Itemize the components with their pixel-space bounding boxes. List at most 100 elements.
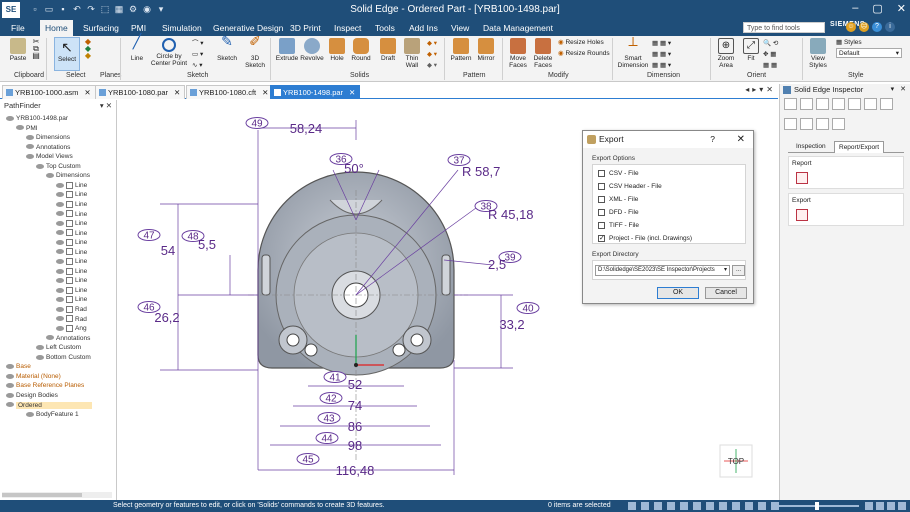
tree-item[interactable]: Line: [56, 295, 87, 304]
round-button[interactable]: Round: [348, 38, 374, 62]
revolve-button[interactable]: Revolve: [299, 38, 325, 62]
zoom-slider[interactable]: [779, 505, 859, 507]
tree-item[interactable]: Line: [56, 238, 87, 247]
visibility-icon[interactable]: [6, 373, 14, 379]
save-icon[interactable]: ▪: [61, 4, 65, 14]
visibility-icon[interactable]: [36, 163, 44, 169]
tree-item[interactable]: YRB100-1498.par: [6, 114, 68, 123]
status-tool-icon[interactable]: [628, 502, 636, 510]
dim-36[interactable]: 36: [329, 153, 353, 166]
close-icon[interactable]: ✕: [349, 88, 356, 97]
tree-item[interactable]: Annotations: [46, 334, 90, 343]
visibility-icon[interactable]: [6, 364, 14, 370]
dim-tool-1-icon[interactable]: ▦ ▦ ▾: [652, 40, 672, 47]
visibility-icon[interactable]: [56, 239, 64, 245]
pan-icon[interactable]: ✥ ▦: [763, 51, 777, 58]
tree-item[interactable]: Bottom Custom: [36, 353, 91, 362]
close-icon[interactable]: ✕: [262, 88, 269, 97]
inspector-tool-icon[interactable]: [832, 118, 845, 130]
checkbox[interactable]: [66, 219, 73, 227]
doc-tab-active[interactable]: YRB100-1498.par✕: [270, 85, 361, 99]
dim-38[interactable]: 38: [474, 200, 498, 213]
tree-item[interactable]: Base: [6, 362, 31, 371]
tab-pmi[interactable]: PMI: [131, 23, 147, 33]
visibility-icon[interactable]: [6, 392, 14, 398]
tree-item[interactable]: Line: [56, 210, 87, 219]
visibility-icon[interactable]: [56, 201, 64, 207]
visibility-icon[interactable]: [56, 182, 64, 188]
visibility-icon[interactable]: [26, 134, 34, 140]
part-drawing[interactable]: 49 58,24 36 50° 37 R 58,7 38 R 45,18 39 …: [118, 100, 778, 500]
checkbox[interactable]: [598, 169, 605, 177]
tree-item[interactable]: Line: [56, 276, 87, 285]
checkbox[interactable]: [66, 229, 73, 237]
visibility-icon[interactable]: [6, 115, 14, 121]
checkbox[interactable]: [66, 191, 73, 199]
visibility-icon[interactable]: [56, 220, 64, 226]
tab-surfacing[interactable]: Surfacing: [83, 23, 119, 33]
undo-icon[interactable]: ↶: [73, 4, 81, 14]
tree-item[interactable]: Line: [56, 248, 87, 257]
doc-tab[interactable]: YRB100-1080.par✕: [95, 85, 186, 99]
inspector-tool-icon[interactable]: [832, 98, 845, 110]
resize-holes-button[interactable]: ◉ Resize Holes: [558, 39, 604, 46]
inspector-tool-icon[interactable]: [880, 98, 893, 110]
dim-44[interactable]: 44: [315, 432, 339, 445]
status-tool-icon[interactable]: [693, 502, 701, 510]
export-option[interactable]: DFD - File: [598, 208, 639, 217]
dim-40[interactable]: 40: [516, 302, 540, 315]
tab-inspect[interactable]: Inspect: [334, 23, 362, 33]
tab-inspection[interactable]: Inspection: [796, 143, 826, 150]
view-button-icon[interactable]: [876, 502, 884, 510]
checkbox[interactable]: [66, 286, 73, 294]
checkbox[interactable]: [66, 296, 73, 304]
checkbox-checked[interactable]: ✓: [598, 234, 605, 242]
hole-button[interactable]: Hole: [326, 38, 348, 62]
tab-simulation[interactable]: Simulation: [162, 23, 202, 33]
tree-item[interactable]: Line: [56, 190, 87, 199]
dim-tool-3-icon[interactable]: ▦ ▦ ▾: [652, 62, 672, 69]
export-option[interactable]: CSV Header - File: [598, 182, 662, 191]
view-cube[interactable]: TOP: [719, 444, 753, 478]
visibility-icon[interactable]: [6, 383, 14, 389]
export-option[interactable]: ✓Project - File (incl. Drawings): [598, 234, 692, 243]
delete-faces-button[interactable]: Delete Faces: [531, 38, 555, 69]
smart-dimension-button[interactable]: ⟂ Smart Dimension: [617, 33, 649, 69]
zoom-slider-handle[interactable]: [815, 502, 819, 510]
inspector-tool-icon[interactable]: [864, 98, 877, 110]
close-icon[interactable]: ✕: [736, 134, 745, 145]
visibility-icon[interactable]: [56, 249, 64, 255]
checkbox[interactable]: [66, 248, 73, 256]
export-option[interactable]: TIFF - File: [598, 221, 639, 230]
tree-item[interactable]: Model Views: [26, 152, 73, 161]
export-option[interactable]: CSV - File: [598, 169, 639, 178]
tree-item[interactable]: Annotations: [26, 143, 70, 152]
visibility-icon[interactable]: [56, 287, 64, 293]
tab-file[interactable]: File: [11, 23, 25, 33]
select-button[interactable]: ↖ Select: [54, 37, 80, 71]
chevron-right-icon[interactable]: ▸: [752, 85, 760, 94]
tab-3d-print[interactable]: 3D Print: [290, 23, 321, 33]
new-icon[interactable]: ▫: [33, 4, 37, 14]
tree-item[interactable]: PMI: [16, 124, 38, 133]
move-faces-button[interactable]: Move Faces: [506, 38, 530, 69]
checkbox[interactable]: [66, 305, 73, 313]
minimize-icon[interactable]: –: [852, 2, 859, 14]
visibility-icon[interactable]: [16, 125, 24, 131]
doc-tab[interactable]: YRB100-1000.asm✕: [2, 85, 96, 99]
tree-item[interactable]: Line: [56, 257, 87, 266]
lip-icon[interactable]: ◆ ▾: [427, 51, 438, 58]
visibility-icon[interactable]: [6, 402, 14, 408]
help-button[interactable]: ?: [710, 134, 715, 144]
tree-item[interactable]: Left Custom: [36, 343, 81, 352]
help-icon[interactable]: ◉: [143, 4, 151, 14]
status-tool-icon[interactable]: [706, 502, 714, 510]
checkbox[interactable]: [598, 182, 605, 190]
tree-item[interactable]: Dimensions: [46, 171, 90, 180]
close-icon[interactable]: ✕: [174, 88, 181, 97]
select-manager-icon[interactable]: ◆: [84, 44, 92, 53]
dim-39[interactable]: 39: [498, 251, 522, 264]
visibility-icon[interactable]: [46, 335, 54, 341]
dim-45[interactable]: 45: [296, 453, 320, 466]
zoom-area-button[interactable]: ⊕ Zoom Area: [717, 38, 735, 69]
